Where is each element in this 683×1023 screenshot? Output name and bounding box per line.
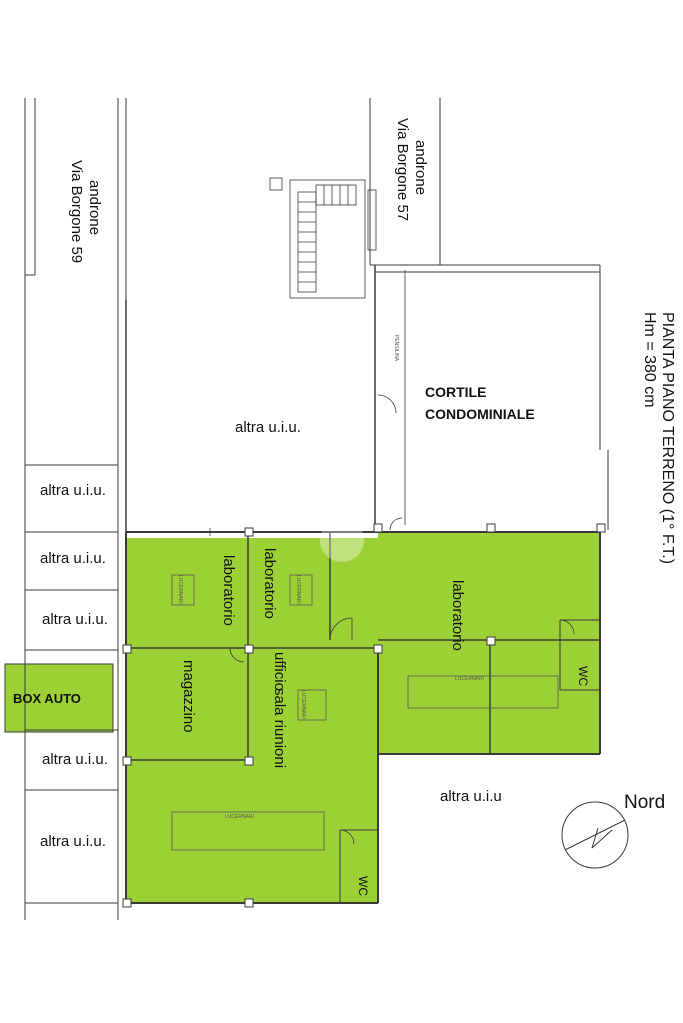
box-auto-area [5,664,113,732]
room-wc-2: WC [356,876,370,896]
skylight-label-1: LUCERNARI [455,676,484,682]
other-unit-right: altra u.i.u [440,788,502,805]
room-lab-c: laboratorio [449,580,466,651]
room-meeting: sala riunioni [271,688,288,769]
plan-height: Hm = 380 cm [641,312,658,408]
office-storage-area [126,648,378,903]
other-unit-row1: altra u.i.u. [40,482,106,499]
other-unit-big: altra u.i.u. [235,419,301,436]
walls [4,98,609,920]
staircase [269,177,377,299]
north-compass [561,801,629,869]
skylight-label-4: LUCERNARI [295,575,301,604]
court-label-2: CONDOMINIALE [425,406,535,422]
court-label-1: CORTILE [425,384,487,400]
watermark [320,518,364,562]
north-label: Nord [624,792,666,813]
pensilina-label: PENSILINA [393,335,399,362]
androne-57-label: androne [412,140,429,196]
via-borgone-59-label: Via Borgone 59 [68,160,85,264]
via-borgone-57-label: Via Borgone 57 [394,118,411,222]
skylight-label-2: LUCERNARI [225,814,254,820]
room-storage: magazzino [180,660,197,733]
room-lab-a: laboratorio [220,555,237,626]
room-office: ufficio [271,652,288,691]
other-unit-row2: altra u.i.u. [40,550,106,567]
androne-59-label: androne [86,180,103,236]
doors [209,394,575,845]
room-box-auto: BOX AUTO [13,691,81,706]
plan-title: PIANTA PIANO TERRENO (1° F.T.) [659,312,676,565]
other-unit-row3: altra u.i.u. [42,611,108,628]
skylight-label-3: LUCERNARI [300,690,306,719]
skylight-label-5: LUCERNARI [177,575,183,604]
other-unit-row6: altra u.i.u. [40,833,106,850]
pillars [122,523,606,908]
lab-left-area [126,538,378,648]
room-wc-1: WC [576,666,590,686]
other-unit-row5: altra u.i.u. [42,751,108,768]
skylights [171,574,559,851]
room-lab-b: laboratorio [261,548,278,619]
